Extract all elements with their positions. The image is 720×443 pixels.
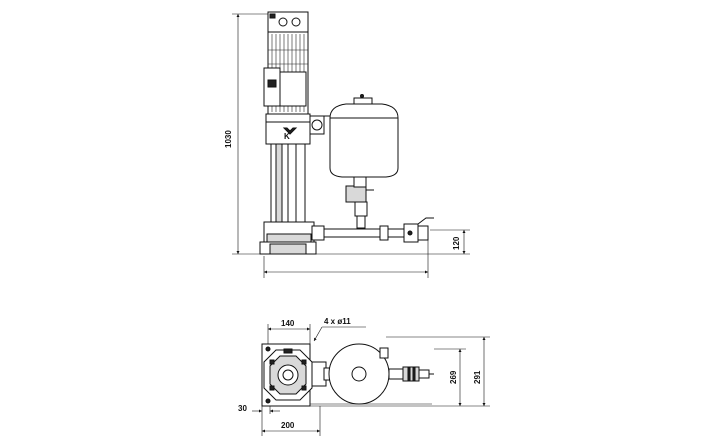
dim-291-label: 291: [473, 370, 482, 384]
top-motor: [263, 348, 313, 401]
front-view: 1030 K: [224, 11, 470, 278]
dim-holes-label: 4 x ø11: [324, 317, 351, 326]
discharge-pipe: [323, 228, 407, 238]
dim-140-label: 140: [281, 319, 295, 328]
top-view: 140 4 x ø11: [238, 317, 490, 436]
tank-valve: [345, 185, 367, 203]
diaphragm-tank: [329, 94, 399, 178]
dim-200-label: 200: [281, 421, 295, 430]
dim-base-label: 120: [452, 236, 461, 250]
dim-height-label: 1030: [224, 130, 233, 148]
dim-30-label: 30: [238, 404, 247, 413]
dim-269-label: 269: [449, 370, 458, 384]
svg-text:K: K: [284, 132, 290, 141]
